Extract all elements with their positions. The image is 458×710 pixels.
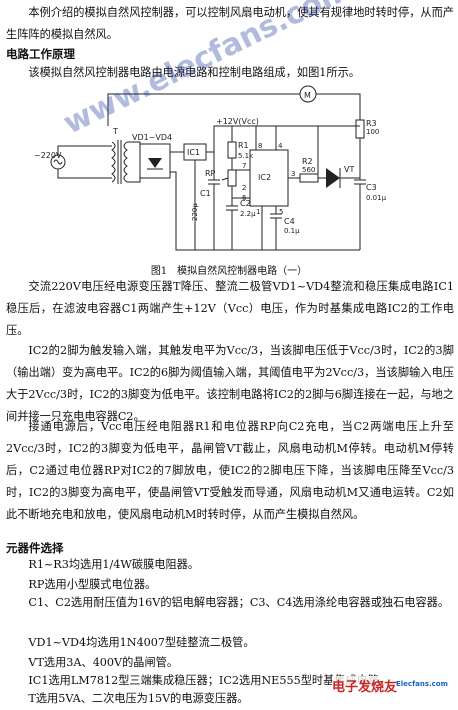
part-item: IC1选用LM7812型三端集成稳压器；IC2选用NE555型时基集成电路。	[28, 674, 391, 687]
transformer-primary	[111, 141, 116, 183]
r1-resistor	[227, 141, 237, 159]
label-c2: C2	[240, 199, 251, 208]
pin-8: 8	[258, 142, 262, 150]
label-c3: C3	[366, 183, 377, 192]
label-ac: ~220V	[34, 151, 62, 160]
part-item: VT选用3A、400V的晶闸管。	[28, 656, 179, 669]
label-supply: +12V(Vcc)	[216, 117, 259, 126]
label-c4-value: 0.1μ	[284, 227, 300, 235]
pin-2: 2	[242, 184, 246, 192]
label-r3: R3	[366, 119, 377, 128]
label-m: M	[304, 91, 311, 100]
label-r2-value: 560	[302, 166, 315, 174]
circuit-diagram: ~220V T VD1~VD4 IC1 C1 220μ +12V(Vcc) R1…	[34, 85, 387, 251]
bridge-rectifier	[139, 143, 171, 179]
r3-resistor	[355, 119, 365, 139]
label-r3-value: 100	[366, 128, 379, 136]
watermark-brand-url: Elecfans.com	[396, 680, 448, 688]
para-ic2: IC2的2脚为触发输入端，其触发电平为Vcc/3，当该脚电压低于Vcc/3时，I…	[6, 344, 454, 423]
part-item: C1、C2选用耐压值为16V的铝电解电容器；C3、C4选用涤纶电容器或独石电容器…	[28, 596, 450, 609]
label-r1: R1	[238, 141, 249, 150]
label-c3-value: 0.01μ	[366, 194, 387, 202]
label-bridge: VD1~VD4	[132, 133, 172, 142]
label-rp: RP	[205, 169, 216, 178]
label-c4: C4	[284, 217, 295, 226]
label-t: T	[112, 127, 118, 136]
label-c1-value: 220μ	[191, 203, 199, 221]
pin-5: 5	[279, 208, 283, 216]
ac-wave	[53, 159, 63, 165]
rp-potentiometer	[227, 169, 237, 187]
part-item: T选用5VA、二次电压为15V的电源变压器。	[28, 692, 249, 705]
label-ic1: IC1	[187, 148, 200, 157]
label-ic2: IC2	[258, 173, 271, 182]
pin-1: 1	[256, 208, 260, 216]
part-item: VD1~VD4均选用1N4007型硅整流二极管。	[28, 636, 255, 649]
section-intro: 该模拟自然风控制器电路由电源电路和控制电路组成，如图1所示。	[28, 66, 360, 79]
transformer-secondary	[123, 141, 128, 183]
para-power: 交流220V电压经电源变压器T降压、整流二极管VD1~VD4整流和稳压集成电路I…	[6, 280, 454, 337]
vt-thyristor	[326, 168, 340, 188]
para-operation: 接通电源后，Vcc电压经电阻器R1和电位器RP向C2充电，当C2两端电压上升至2…	[6, 420, 454, 521]
pin-4: 4	[278, 142, 283, 150]
label-c1: C1	[200, 189, 211, 198]
pin-3: 3	[291, 170, 295, 178]
section-heading-principle: 电路工作原理	[6, 47, 75, 61]
pin-6: 6	[242, 194, 247, 202]
label-r2: R2	[302, 157, 313, 166]
r2-resistor	[299, 173, 319, 183]
label-vt: VT	[344, 165, 354, 174]
pin-7: 7	[242, 162, 246, 170]
label-r1-value: 5.1k	[238, 152, 254, 160]
figure-caption: 图1 模拟自然风控制器电路（一）	[150, 266, 308, 277]
label-c2-value: 2.2μ	[240, 210, 256, 218]
intro-paragraph: 本例介绍的模拟自然风控制器，可以控制风扇电动机，使其有规律地时转时停，从而产生阵…	[6, 6, 454, 41]
watermark-brand: 电子发烧友	[332, 676, 398, 695]
section-heading-parts: 元器件选择	[6, 541, 64, 555]
part-item: RP选用小型膜式电位器。	[28, 578, 157, 591]
part-item: R1~R3均选用1/4W碳膜电阻器。	[28, 558, 200, 571]
